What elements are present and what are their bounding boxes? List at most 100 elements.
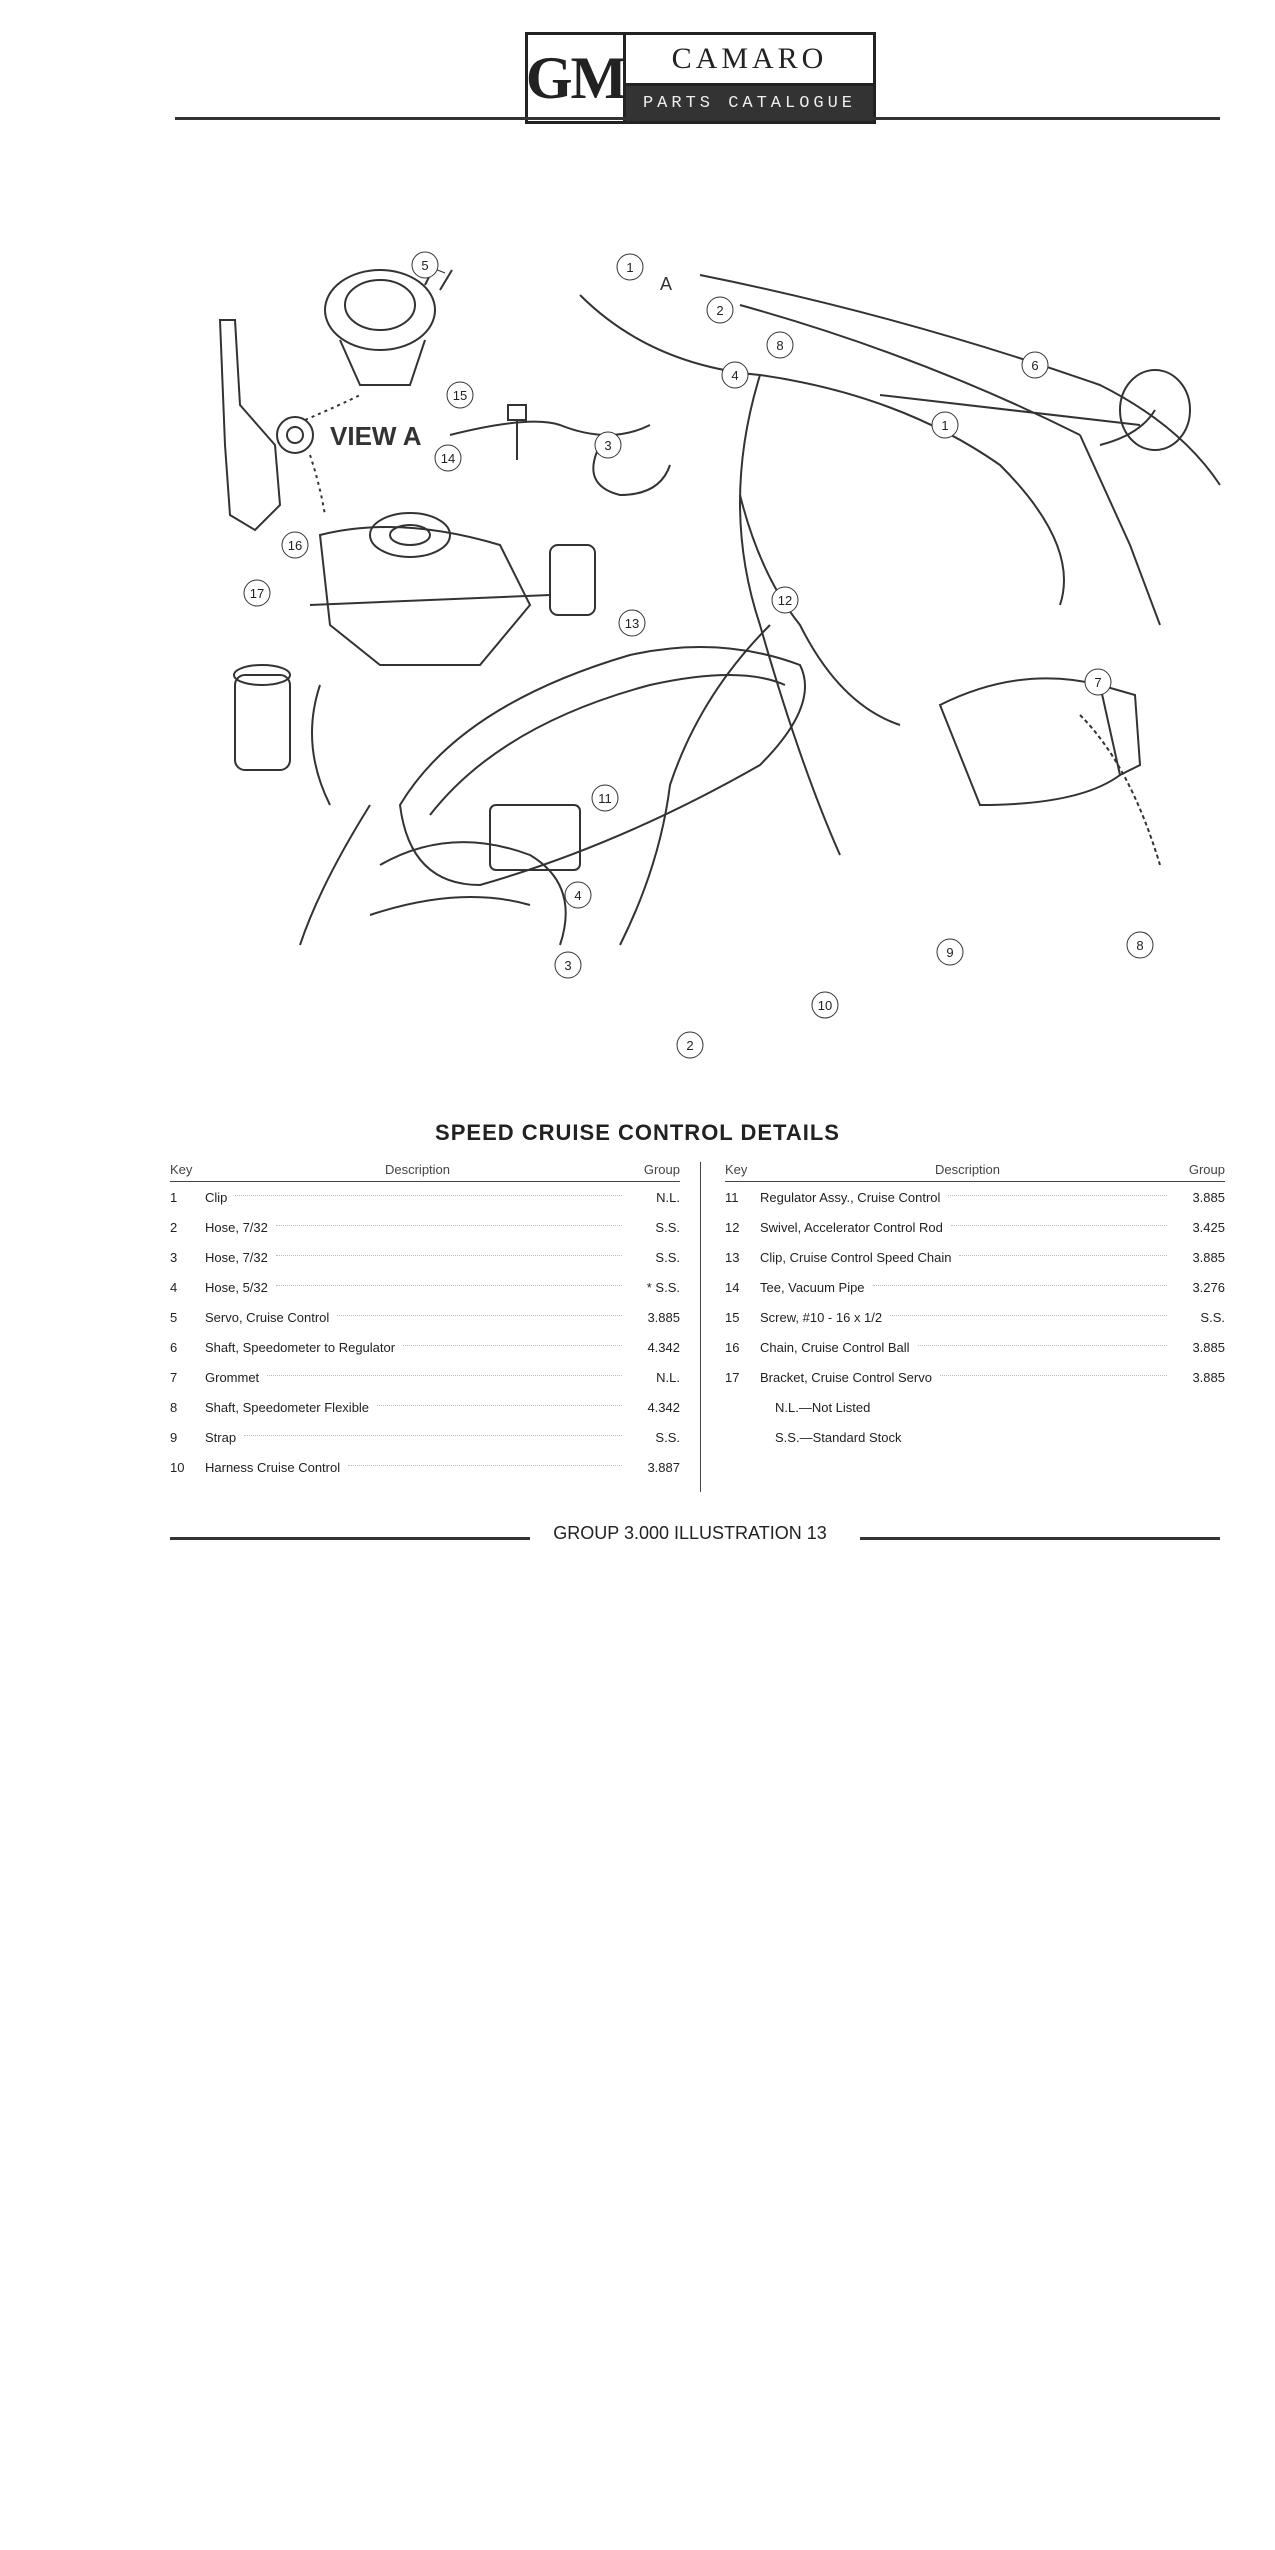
callout-8-top: 8 [766, 331, 794, 359]
footer-rule-left [170, 1537, 530, 1540]
row-group: 3.885 [1192, 1249, 1225, 1265]
row-group: 3.885 [1192, 1339, 1225, 1355]
row-group: 3.425 [1192, 1219, 1225, 1235]
row-group: * S.S. [646, 1279, 680, 1295]
table-divider [700, 1162, 701, 1492]
callout-15: 15 [446, 381, 474, 409]
callout-7: 7 [1084, 668, 1112, 696]
svg-text:2: 2 [716, 303, 723, 318]
intake-drawing [318, 526, 532, 666]
row-key: 5 [170, 1309, 178, 1325]
callout-11: 11 [591, 784, 619, 812]
row-group: N.L. [656, 1189, 680, 1205]
row-group: S.S. [655, 1249, 680, 1265]
cruise-control-diagram: 5 1 2 8 4 15 14 3 1 6 16 17 13 12 7 11 4… [218, 251, 1221, 1059]
table-row: 15 Screw, #10 - 16 x 1/2 S.S. [725, 1302, 1225, 1332]
note-not-listed: N.L.—Not Listed [775, 1399, 871, 1415]
row-description: Chain, Cruise Control Ball [760, 1339, 910, 1355]
callout-6-top: 6 [1021, 351, 1049, 379]
row-key: 12 [725, 1219, 740, 1235]
col-key: Key [170, 1162, 193, 1177]
callout-14: 14 [434, 444, 462, 472]
table-row: 12 Swivel, Accelerator Control Rod 3.425 [725, 1212, 1225, 1242]
row-group: N.L. [656, 1369, 680, 1385]
row-group: 3.885 [1192, 1369, 1225, 1385]
svg-text:3: 3 [564, 958, 571, 973]
row-key: 4 [170, 1279, 178, 1295]
table-row: 3 Hose, 7/32 S.S. [170, 1242, 680, 1272]
svg-text:17: 17 [250, 586, 264, 601]
svg-text:4: 4 [574, 888, 581, 903]
col-description: Description [384, 1162, 451, 1177]
row-description: Clip [205, 1189, 228, 1205]
callout-5: 5 [411, 251, 446, 279]
callout-12: 12 [771, 586, 799, 614]
svg-text:10: 10 [818, 998, 832, 1013]
svg-text:4: 4 [731, 368, 738, 383]
callout-1-top: 1 [616, 253, 644, 281]
row-key: 15 [725, 1309, 740, 1325]
svg-text:6: 6 [1031, 358, 1038, 373]
callout-13: 13 [618, 609, 646, 637]
svg-text:9: 9 [946, 945, 953, 960]
row-key: 8 [170, 1399, 178, 1415]
row-description: Harness Cruise Control [205, 1459, 341, 1475]
view-a-label: VIEW A [330, 421, 422, 451]
svg-text:7: 7 [1094, 675, 1101, 690]
svg-text:15: 15 [453, 388, 467, 403]
callout-2-top: 2 [706, 296, 734, 324]
row-group: 3.276 [1192, 1279, 1225, 1295]
row-key: 6 [170, 1339, 178, 1355]
svg-text:8: 8 [1136, 938, 1143, 953]
regulator-drawing [489, 804, 581, 871]
table-title: SPEED CRUISE CONTROL DETAILS [435, 1120, 840, 1145]
row-key: 7 [170, 1369, 178, 1385]
row-description: Swivel, Accelerator Control Rod [760, 1219, 943, 1235]
row-group: S.S. [1200, 1309, 1225, 1325]
col-description: Description [934, 1162, 1001, 1177]
svg-text:1: 1 [626, 260, 633, 275]
callout-3-bottom: 3 [554, 951, 582, 979]
row-description: Screw, #10 - 16 x 1/2 [760, 1309, 883, 1325]
row-key: 10 [170, 1459, 185, 1475]
svg-text:11: 11 [598, 791, 612, 806]
row-description: Tee, Vacuum Pipe [760, 1279, 865, 1295]
svg-text:14: 14 [441, 451, 455, 466]
gm-logo: GM [526, 35, 627, 121]
callout-9: 9 [936, 938, 964, 966]
callout-10: 10 [811, 991, 839, 1019]
row-description: Hose, 5/32 [205, 1279, 268, 1295]
row-key: 9 [170, 1429, 178, 1445]
col-group: Group [1188, 1162, 1225, 1177]
footer-rule-right [860, 1537, 1220, 1540]
row-group: 4.342 [647, 1339, 680, 1355]
callout-4-bottom: 4 [564, 881, 592, 909]
svg-text:16: 16 [288, 538, 302, 553]
row-description: Hose, 7/32 [205, 1219, 268, 1235]
table-row: 4 Hose, 5/32 * S.S. [170, 1272, 680, 1302]
inset-a-label: A [660, 274, 672, 294]
col-group: Group [643, 1162, 680, 1177]
row-key: 3 [170, 1249, 178, 1265]
footer-label: GROUP 3.000 ILLUSTRATION 13 [553, 1523, 827, 1543]
valve-cover-drawing [398, 646, 806, 887]
svg-text:13: 13 [625, 616, 639, 631]
svg-text:1: 1 [941, 418, 948, 433]
callout-2-bottom: 2 [676, 1031, 704, 1059]
row-key: 11 [725, 1189, 739, 1205]
header-rule [175, 117, 1220, 120]
row-description: Hose, 7/32 [205, 1249, 268, 1265]
header-subtitle: PARTS CATALOGUE [626, 86, 873, 121]
svg-text:5: 5 [421, 258, 428, 273]
row-description: Grommet [205, 1369, 260, 1385]
callout-3-top: 3 [594, 431, 622, 459]
